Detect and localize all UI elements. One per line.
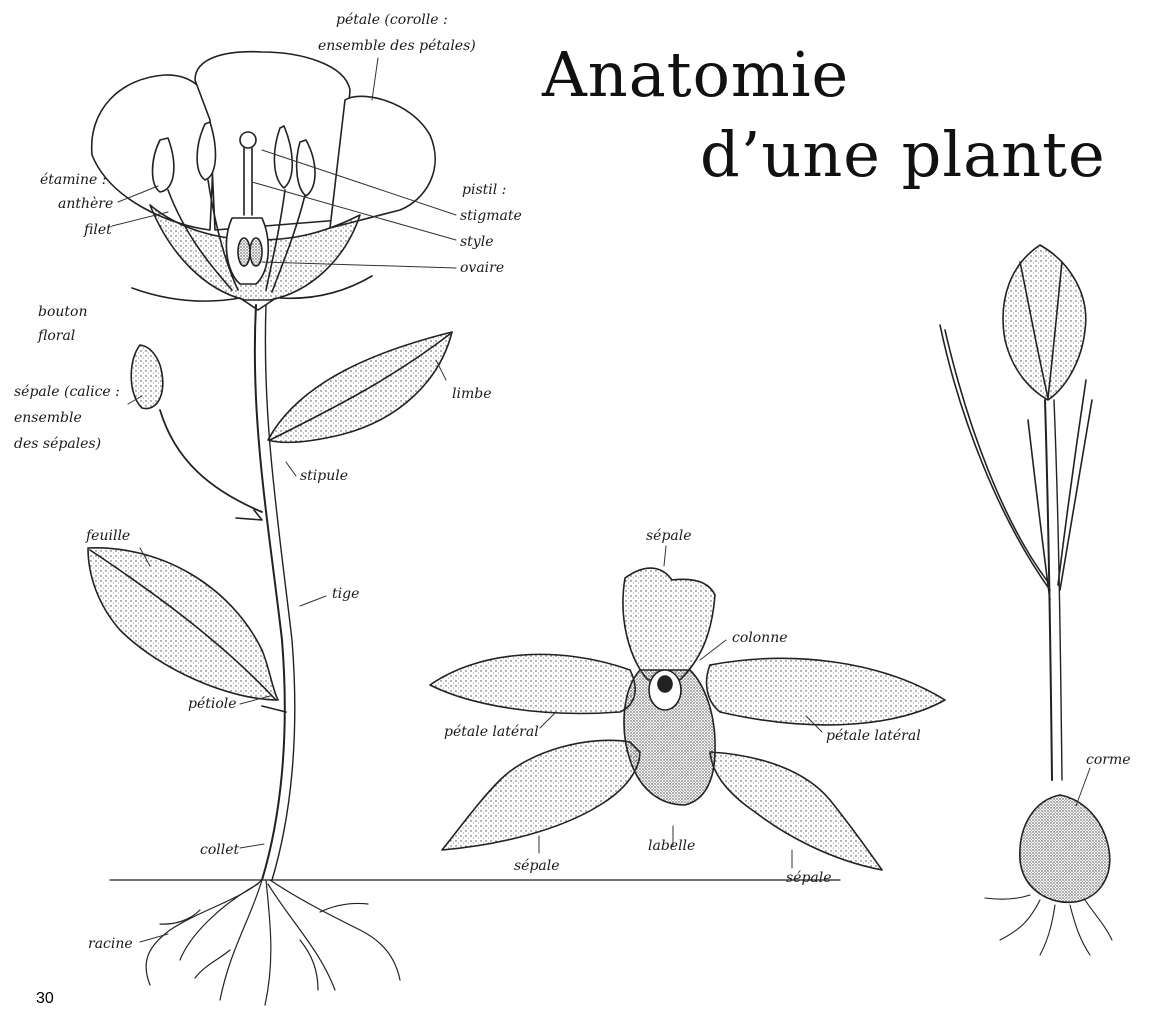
label-sepale-calice-line-3: des sépales) <box>14 432 101 456</box>
orchid-sepal-left <box>442 740 640 850</box>
label-filet: filet <box>84 218 112 242</box>
label-pistil: pistil : <box>462 178 506 202</box>
crocus-flower <box>1003 245 1086 400</box>
leaf-upper-right <box>268 332 452 442</box>
label-etamine: étamine : <box>40 168 106 192</box>
label-sepale-calice-line-1: sépale (calice : <box>14 380 120 404</box>
label-orchid-sepale-left: sépale <box>514 854 560 878</box>
label-bouton-line-1: bouton <box>38 300 87 324</box>
label-petale-lateral-right: pétale latéral <box>826 724 921 748</box>
label-anthere: anthère <box>58 192 113 216</box>
page-title-line-2: d’une plante <box>700 118 1106 191</box>
orchid-petal-right <box>707 658 945 725</box>
label-petiole: pétiole <box>188 692 237 716</box>
corm-roots <box>985 895 1112 955</box>
label-racine: racine <box>88 932 133 956</box>
stigma <box>240 132 256 148</box>
label-petale-lateral-left: pétale latéral <box>444 720 539 744</box>
label-feuille: feuille <box>86 524 130 548</box>
page-number: 30 <box>36 990 54 1008</box>
crocus-drawing <box>940 245 1112 955</box>
leaf-lower-left <box>88 548 278 700</box>
label-petale-corolle-line-1: pétale (corolle : <box>336 8 448 32</box>
orchid-dorsal-sepal <box>623 568 715 680</box>
label-orchid-sepale-right: sépale <box>786 866 832 890</box>
label-stigmate: stigmate <box>460 204 522 228</box>
orchid-sepal-right <box>710 752 882 870</box>
main-stem <box>255 305 285 880</box>
crocus-leaf-right <box>1060 400 1092 590</box>
orchid-petal-left <box>430 654 635 713</box>
label-stipule: stipule <box>300 464 348 488</box>
label-sepale-calice-line-2: ensemble <box>14 406 82 430</box>
label-ovaire: ovaire <box>460 256 504 280</box>
label-limbe: limbe <box>452 382 491 406</box>
label-labelle: labelle <box>648 834 695 858</box>
label-collet: collet <box>200 838 239 862</box>
label-bouton-line-2: floral <box>38 324 75 348</box>
roots <box>146 880 400 1005</box>
label-corme: corme <box>1086 748 1131 772</box>
label-orchid-sepale-top: sépale <box>646 524 692 548</box>
crocus-corm <box>1020 795 1110 902</box>
label-style: style <box>460 230 493 254</box>
bud-stem <box>160 410 262 512</box>
label-petale-corolle-line-2: ensemble des pétales) <box>318 34 476 58</box>
label-colonne: colonne <box>732 626 788 650</box>
page-title-line-1: Anatomie <box>542 38 849 111</box>
label-tige: tige <box>332 582 359 606</box>
